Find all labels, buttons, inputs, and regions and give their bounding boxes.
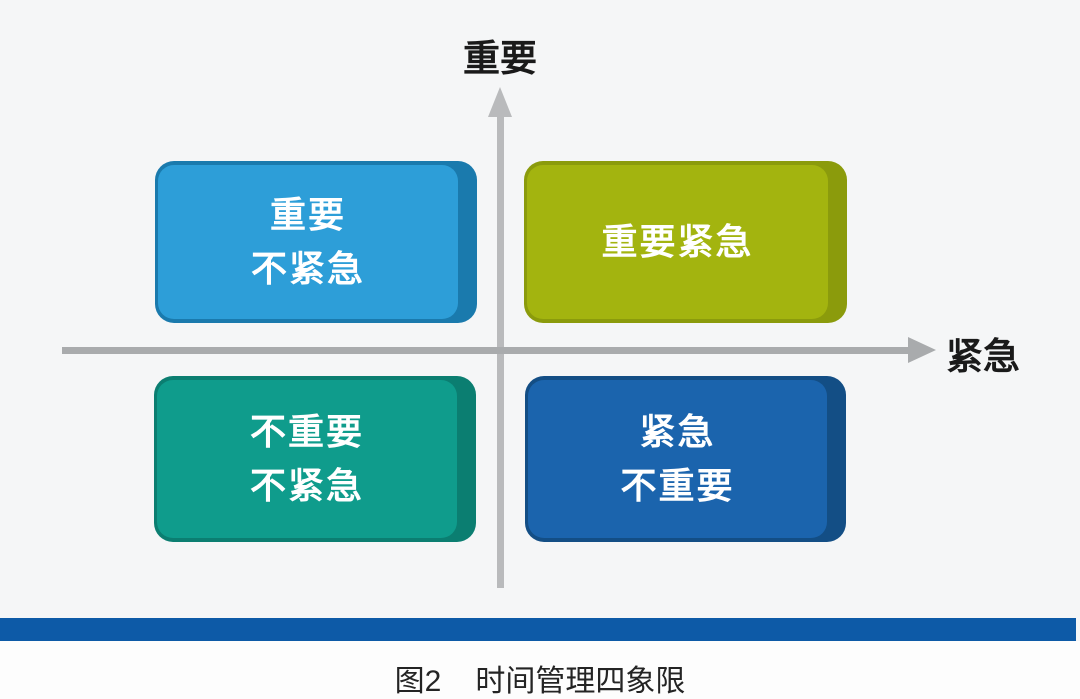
- figure-title: 时间管理四象限: [475, 665, 686, 698]
- quadrant-text-line: 不紧急: [250, 248, 365, 289]
- quadrant-face: 重要 不紧急: [158, 165, 458, 319]
- quadrant-text-line: 不重要: [249, 411, 364, 452]
- figure-number: 图2: [394, 665, 442, 698]
- quadrant-text-line: 重要: [269, 194, 346, 235]
- quadrant-face: 紧急 不重要: [528, 380, 827, 538]
- quadrant-text-line: 不紧急: [249, 465, 364, 506]
- quadrant-important-urgent: 重要紧急: [524, 161, 847, 323]
- quadrant-important-not-urgent: 重要 不紧急: [155, 161, 477, 323]
- quadrant-text-line: 紧急: [639, 411, 716, 452]
- y-axis-label: 重要: [463, 38, 537, 79]
- quadrant-text-line: 重要紧急: [601, 221, 754, 262]
- up-arrow-icon: [488, 87, 512, 117]
- footer-strip: [0, 641, 1080, 699]
- quadrant-urgent-not-important: 紧急 不重要: [525, 376, 846, 542]
- horizontal-axis-line: [62, 347, 908, 354]
- x-axis-label: 紧急: [946, 336, 1020, 377]
- quadrant-text-line: 不重要: [620, 465, 735, 506]
- divider-bar: [0, 618, 1076, 641]
- quadrant-face: 不重要 不紧急: [157, 380, 457, 538]
- right-arrow-icon: [908, 337, 936, 363]
- figure-caption: 图2 时间管理四象限: [0, 656, 1080, 699]
- quadrant-not-important-not-urgent: 不重要 不紧急: [154, 376, 476, 542]
- quadrant-face: 重要紧急: [527, 165, 828, 319]
